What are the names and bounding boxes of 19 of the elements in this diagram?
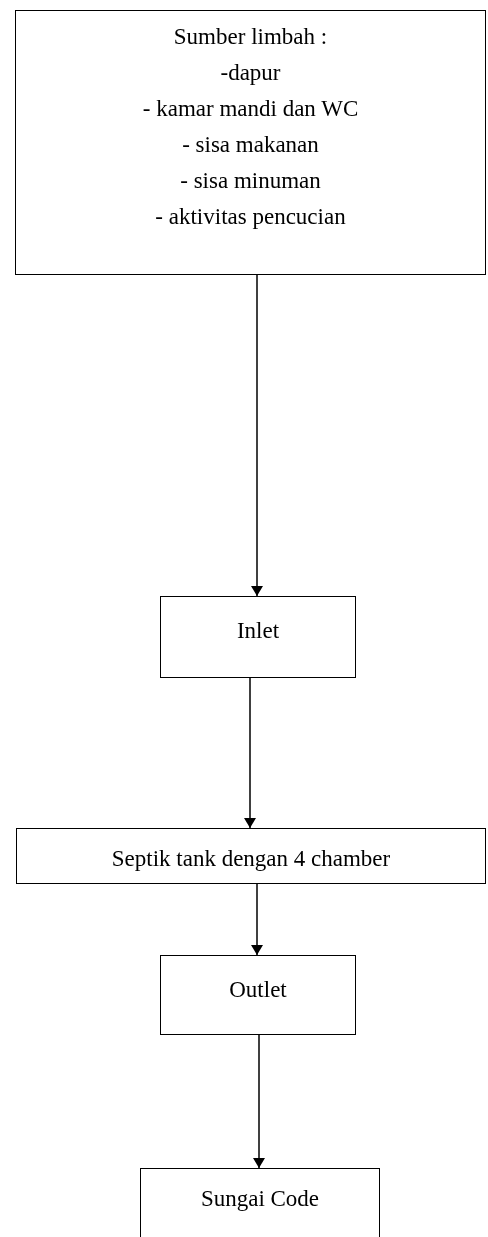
box-text: Inlet bbox=[236, 617, 280, 645]
process-box bbox=[140, 1168, 380, 1237]
box-text: Outlet bbox=[229, 976, 287, 1004]
box-text: Sungai Code bbox=[200, 1185, 320, 1213]
arrow bbox=[251, 883, 263, 956]
arrow bbox=[253, 1034, 265, 1169]
box-text: - sisa minuman bbox=[180, 167, 321, 195]
process-box bbox=[160, 596, 356, 678]
process-box bbox=[16, 828, 486, 884]
box-text: Septik tank dengan 4 chamber bbox=[111, 845, 391, 873]
box-text: - kamar mandi dan WC bbox=[142, 95, 359, 123]
arrow bbox=[244, 677, 256, 829]
box-text: - sisa makanan bbox=[182, 131, 319, 159]
process-box bbox=[15, 10, 486, 275]
box-text: Sumber limbah : bbox=[173, 23, 328, 51]
box-text: - aktivitas pencucian bbox=[155, 203, 346, 231]
process-box bbox=[160, 955, 356, 1035]
box-text: -dapur bbox=[220, 59, 281, 87]
arrow bbox=[251, 274, 263, 597]
